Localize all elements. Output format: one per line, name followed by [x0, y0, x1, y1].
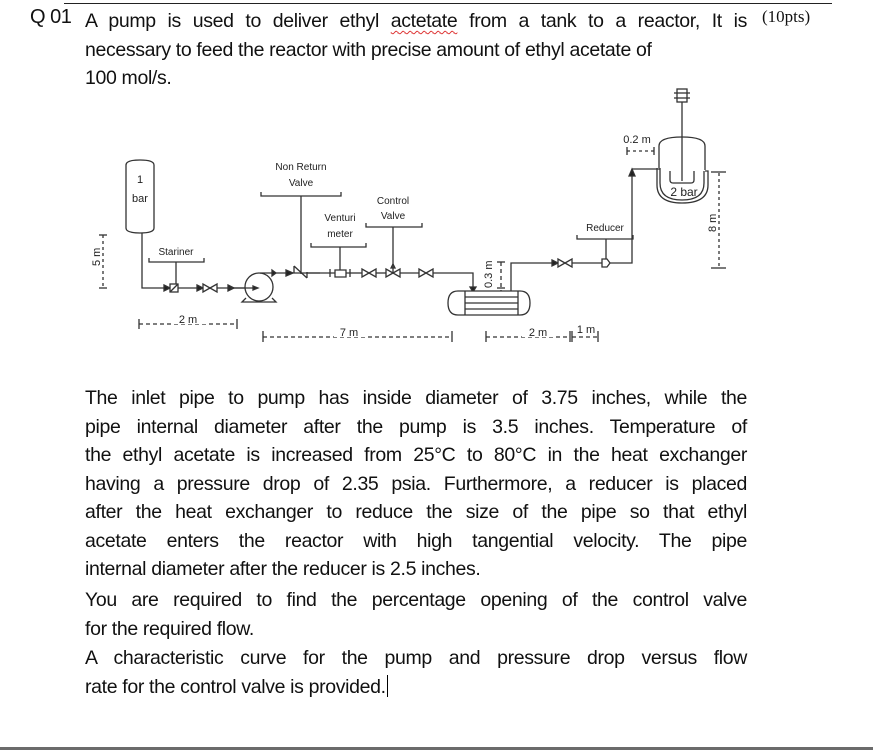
suction-valve-icon [196, 282, 236, 294]
svg-text:Stariner: Stariner [158, 247, 194, 258]
svg-text:2 m: 2 m [179, 314, 197, 326]
svg-text:0.2 m: 0.2 m [623, 134, 651, 146]
final-line: A characteristic curve for the pump and … [85, 647, 747, 669]
bottom-rule [0, 747, 873, 750]
svg-text:Valve: Valve [289, 178, 314, 189]
control-valve-icon: Control Valve [365, 196, 423, 279]
body-line: after the heat exchanger to reduce the s… [85, 501, 747, 523]
question-number: Q 01 [30, 6, 72, 28]
svg-text:meter: meter [327, 229, 353, 240]
dim-suction: 2 m [138, 312, 238, 329]
svg-text:0.3 m: 0.3 m [483, 260, 495, 288]
intro-line-3: 100 mol/s. [85, 67, 172, 89]
svg-text:Venturi: Venturi [324, 213, 355, 224]
question-points: (10pts) [762, 7, 811, 26]
svg-text:Valve: Valve [381, 211, 406, 222]
intro-line-1: A pump is used to deliver ethyl actetate… [85, 10, 748, 32]
dim-reactor-offset: 0.2 m [623, 134, 655, 155]
svg-text:7 m: 7 m [340, 327, 358, 339]
svg-text:2 m: 2 m [529, 327, 547, 339]
svg-text:8 m: 8 m [707, 214, 719, 232]
svg-text:Control: Control [377, 196, 409, 207]
intro-line-2: necessary to feed the reactor with preci… [85, 38, 652, 61]
svg-text:5 m: 5 m [91, 248, 103, 266]
final-line: rate for the control valve is provided. [85, 674, 388, 698]
body-line: acetate enters the reactor with high tan… [85, 529, 747, 552]
body-line: internal diameter after the reducer is 2… [85, 558, 481, 580]
svg-text:bar: bar [132, 193, 148, 205]
venturi-meter-icon: Venturi meter [310, 213, 367, 278]
gate-valve-icon [557, 257, 573, 269]
body-line: the ethyl acetate is increased from 25°C… [85, 444, 747, 466]
process-flow-diagram: 1 bar Stariner Non Return Valve [91, 88, 726, 342]
svg-text:1: 1 [137, 174, 143, 186]
task-line: for the required flow. [85, 617, 254, 640]
strainer-icon: Stariner [148, 247, 205, 293]
pump-icon [228, 268, 294, 303]
top-rule [64, 3, 832, 4]
question-task[interactable]: You are required to find the percentage … [85, 586, 747, 643]
svg-text:Non Return: Non Return [275, 162, 326, 173]
svg-text:Reducer: Reducer [586, 223, 624, 234]
body-line: having a pressure drop of 2.35 psia. Fur… [85, 472, 747, 495]
dim-to-reactor: 1 m [572, 323, 599, 342]
text-caret [386, 674, 388, 697]
svg-text:1 m: 1 m [577, 324, 595, 336]
reducer-icon: Reducer [576, 223, 634, 268]
heat-exchanger-icon: 0.3 m [447, 260, 531, 316]
dim-tank-height: 5 m [91, 234, 107, 289]
dim-after-hx: 2 m [485, 325, 573, 342]
body-line: The inlet pipe to pump has inside diamet… [85, 387, 747, 409]
question-body[interactable]: The inlet pipe to pump has inside diamet… [85, 384, 747, 584]
misspelled-word[interactable]: actetate [390, 10, 458, 32]
body-line: pipe internal diameter after the pump is… [85, 415, 747, 438]
dim-discharge: 7 m [262, 325, 453, 342]
gate-valve-icon [361, 267, 377, 279]
feed-tank: 1 bar [125, 159, 155, 234]
task-line: You are required to find the percentage … [85, 589, 747, 611]
dim-reactor-height: 8 m [707, 171, 726, 269]
svg-text:2 bar: 2 bar [670, 185, 697, 199]
reactor-icon: 2 bar [656, 88, 709, 204]
question-final[interactable]: A characteristic curve for the pump and … [85, 644, 747, 701]
gate-valve-icon [418, 267, 434, 279]
question-intro[interactable]: A pump is used to deliver ethyl actetate… [85, 7, 747, 93]
